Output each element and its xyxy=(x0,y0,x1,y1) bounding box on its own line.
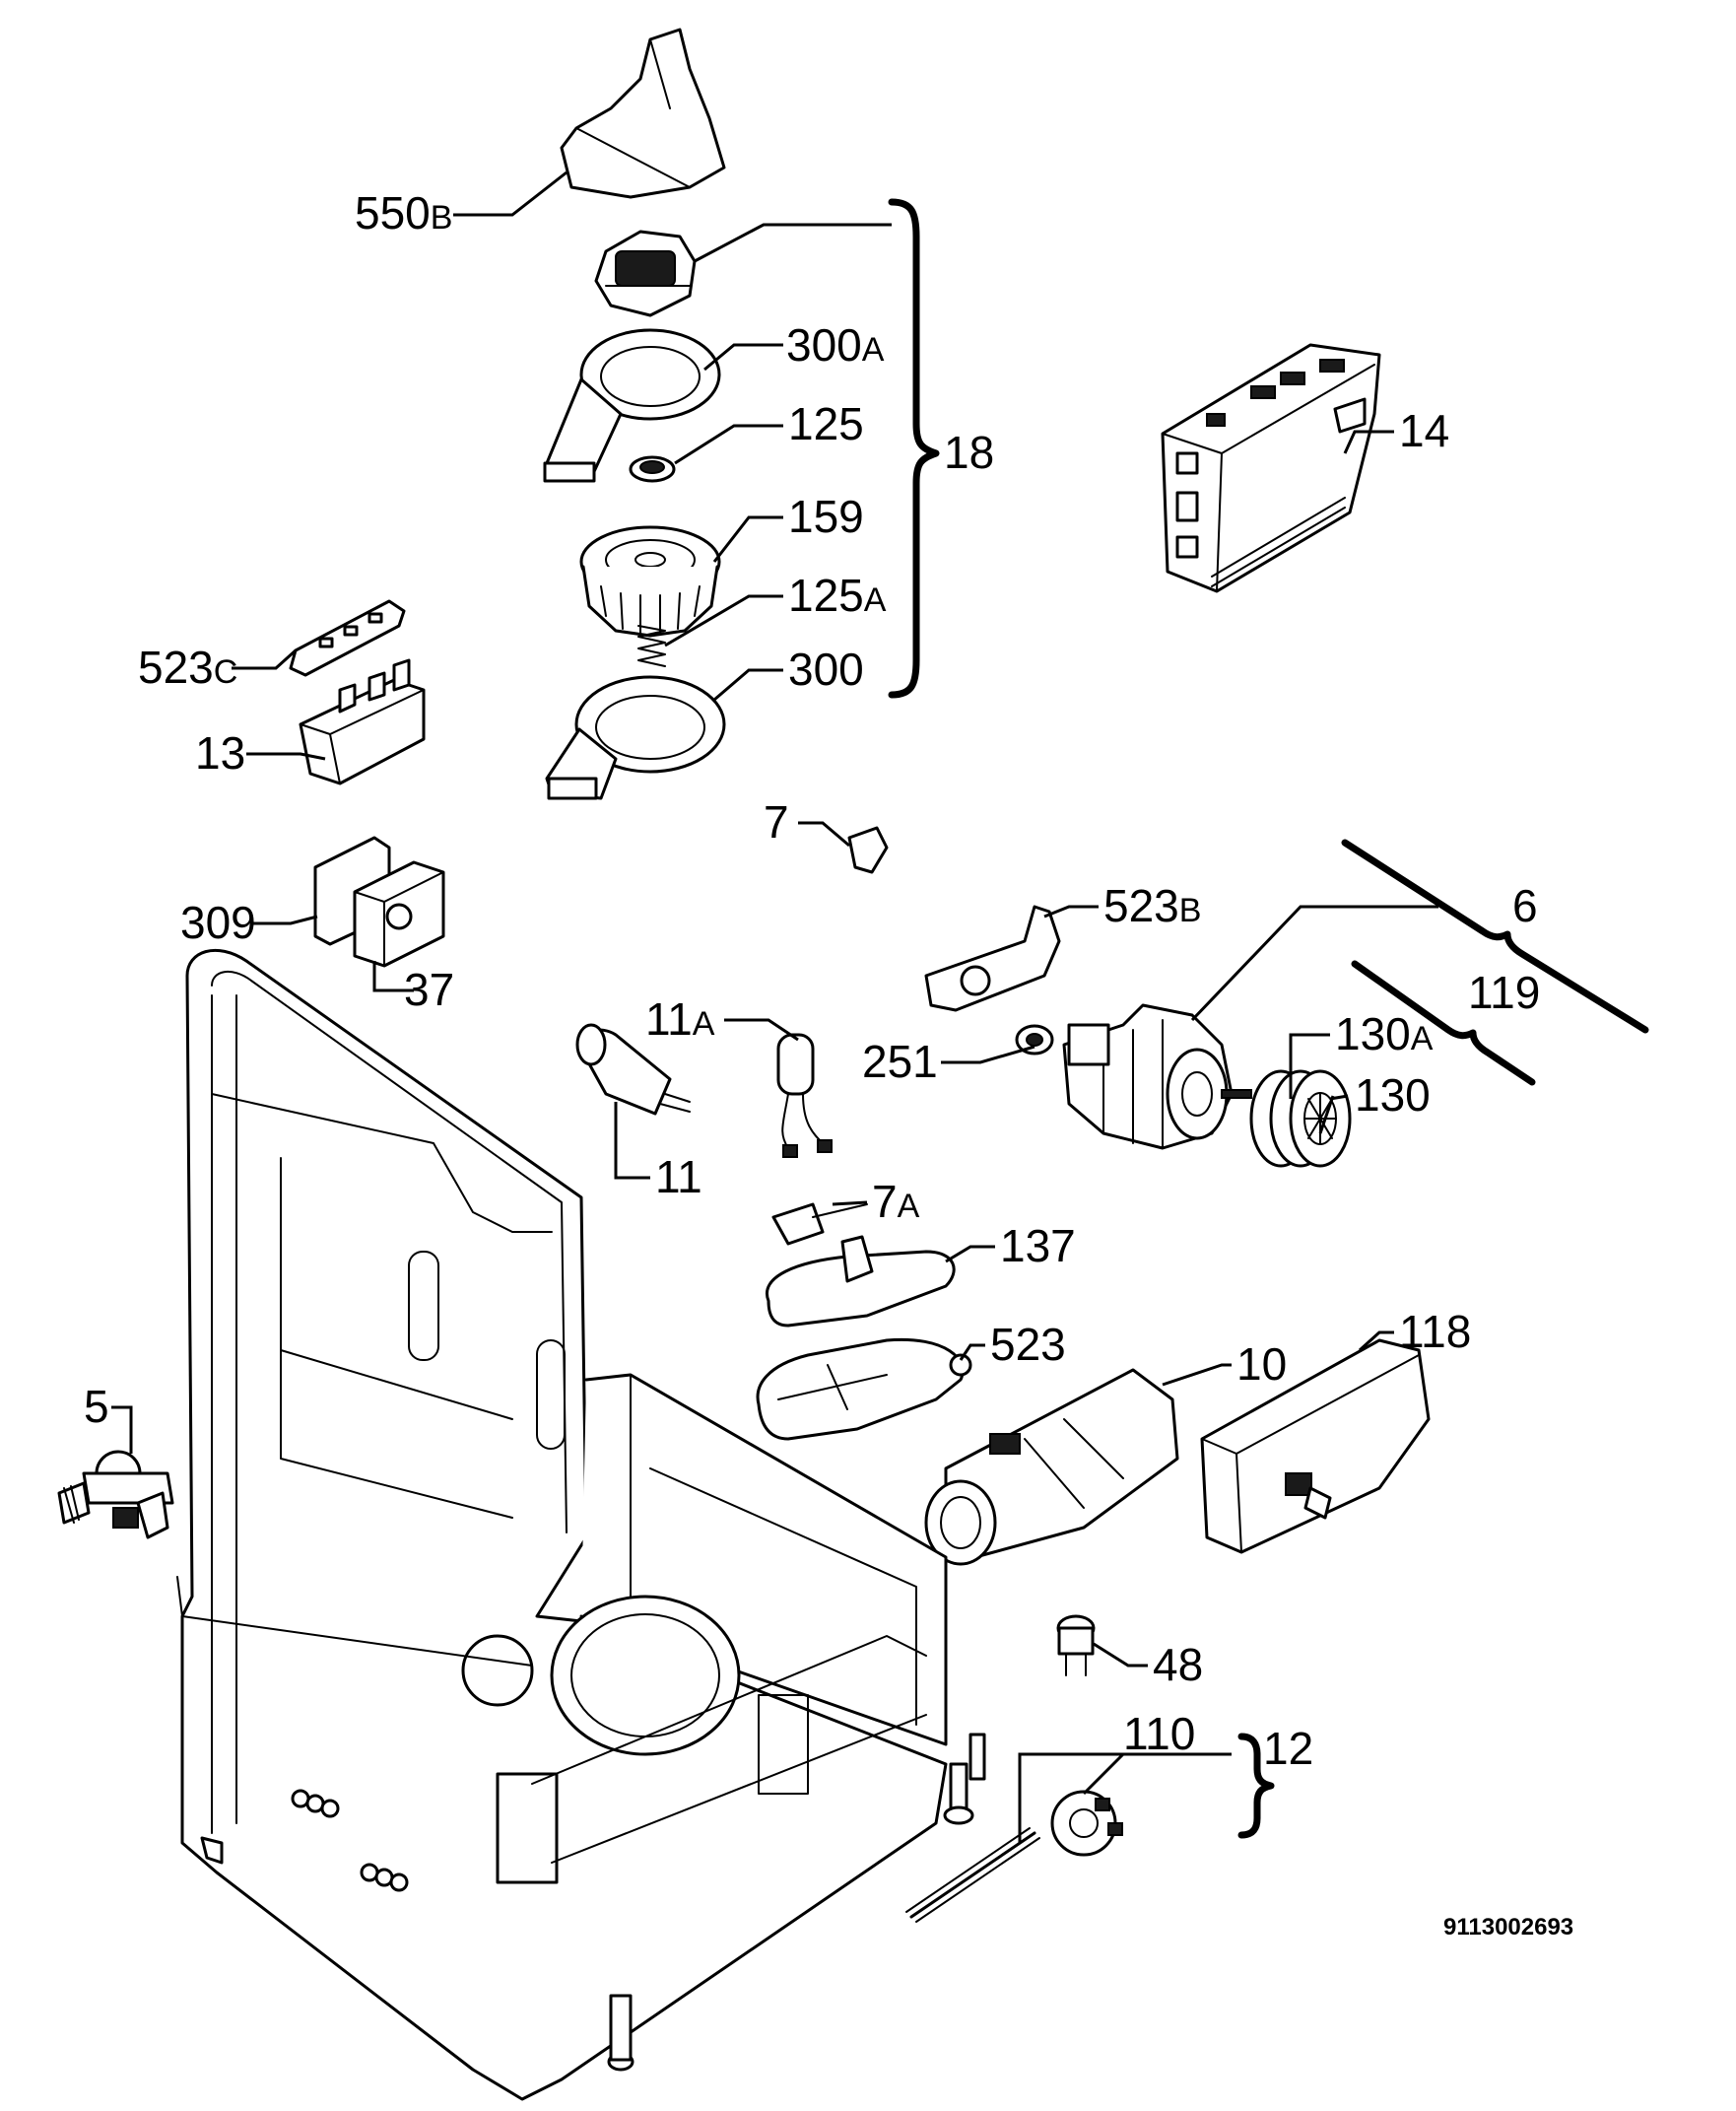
label-300: 300 xyxy=(788,644,864,695)
label-7a: 7A xyxy=(872,1176,920,1227)
label-18: 18 xyxy=(944,427,994,478)
part-523-housing xyxy=(756,1337,972,1441)
label-309: 309 xyxy=(180,897,256,948)
part-300-housing xyxy=(545,675,726,800)
brace-group-119 xyxy=(1351,960,1536,1086)
part-11-capacitor xyxy=(575,1023,691,1116)
part-13-door-lock xyxy=(299,658,426,785)
part-7a-switch xyxy=(771,1202,868,1246)
part-10-heater xyxy=(924,1368,1179,1566)
label-523c: 523C xyxy=(138,642,237,693)
part-7-clip xyxy=(847,826,889,874)
label-125a: 125A xyxy=(788,570,887,621)
part-18-pump-motor xyxy=(594,230,697,317)
brace-group-12 xyxy=(1237,1733,1275,1839)
part-300a-housing xyxy=(543,328,721,483)
part-125a-spring xyxy=(637,625,666,667)
base-frame xyxy=(176,948,986,2101)
label-11a: 11A xyxy=(645,993,715,1045)
part-130-pulley xyxy=(1249,1069,1352,1168)
leader-lines xyxy=(111,170,1438,1843)
part-251-plug xyxy=(1015,1024,1054,1056)
label-159: 159 xyxy=(788,491,864,542)
label-523: 523 xyxy=(990,1319,1066,1370)
label-523b: 523B xyxy=(1103,880,1201,931)
brace-group-6 xyxy=(1341,839,1649,1034)
label-251: 251 xyxy=(862,1036,938,1087)
label-6: 6 xyxy=(1512,880,1538,931)
part-523b-bracket xyxy=(924,905,1061,1012)
label-300a: 300A xyxy=(786,319,885,371)
part-6-circulation-motor xyxy=(1062,1003,1252,1150)
label-5: 5 xyxy=(84,1381,109,1432)
label-550b: 550B xyxy=(355,187,452,238)
part-159-impeller xyxy=(579,525,721,638)
part-110-pressure-switch xyxy=(905,1790,1123,1923)
label-48: 48 xyxy=(1153,1639,1203,1690)
label-10: 10 xyxy=(1236,1338,1287,1390)
label-7: 7 xyxy=(764,796,789,848)
part-550b-cover xyxy=(560,28,726,199)
part-137-lid xyxy=(765,1235,956,1328)
label-137: 137 xyxy=(1000,1220,1076,1271)
part-309-37-switch xyxy=(313,836,445,968)
part-5-inlet-valve xyxy=(57,1450,174,1539)
label-11: 11 xyxy=(655,1151,702,1202)
part-14-control-module xyxy=(1161,343,1381,593)
brace-group-18 xyxy=(888,198,940,699)
part-118-dispenser xyxy=(1200,1338,1431,1554)
label-110: 110 xyxy=(1123,1708,1195,1759)
part-523c-bracket xyxy=(289,599,406,677)
label-119: 119 xyxy=(1468,967,1540,1018)
label-118: 118 xyxy=(1399,1306,1471,1357)
label-130: 130 xyxy=(1355,1069,1431,1121)
label-12: 12 xyxy=(1263,1723,1313,1774)
label-37: 37 xyxy=(404,964,454,1015)
part-48-sensor xyxy=(1056,1614,1096,1676)
label-14: 14 xyxy=(1399,405,1449,456)
document-number: 9113002693 xyxy=(1443,1914,1573,1941)
part-11a-suppressor xyxy=(776,1033,833,1158)
part-125-seal xyxy=(629,455,676,483)
label-13: 13 xyxy=(195,727,245,779)
label-125: 125 xyxy=(788,398,864,449)
label-130a: 130A xyxy=(1335,1008,1434,1059)
